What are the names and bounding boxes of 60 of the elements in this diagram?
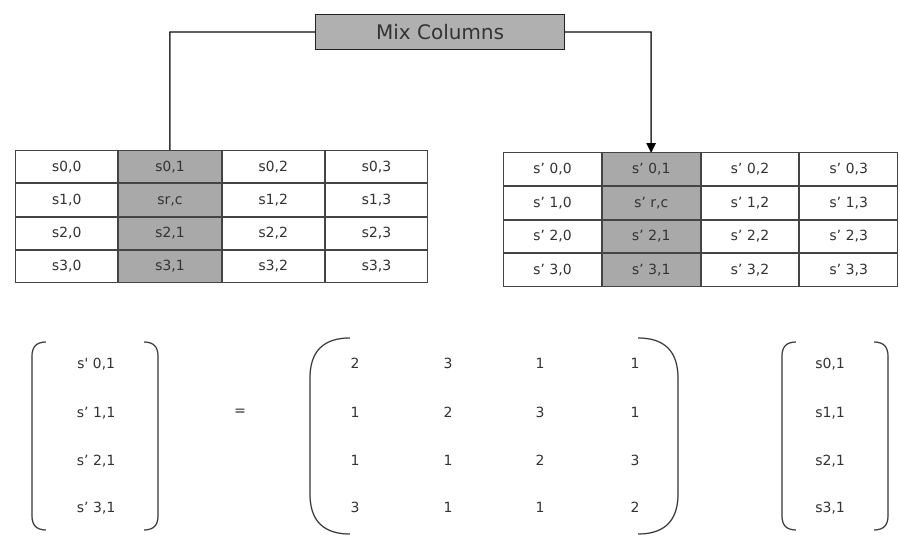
matrix-entry: s2,1 [815,453,845,469]
matrix-entry: s' 0,1 [77,356,115,372]
matrix-entry: s0,1 [815,356,845,372]
table-cell: s’ 2,2 [700,220,800,254]
table-cell: s1,3 [324,183,428,216]
table-cell: s’ 1,0 [503,186,602,220]
matrix-entry: 1 [444,500,452,516]
process-box: Mix Columns [315,14,565,50]
matrix-entry: 2 [350,356,360,372]
table-cell: s’ 1,2 [700,186,800,220]
matrix-entry: s’ 1,1 [76,405,116,421]
matrix-entry: 1 [630,356,640,372]
matrix-entry: 2 [536,453,544,469]
matrix-entry: 1 [630,405,640,421]
table-cell: s2,0 [15,216,118,250]
table-cell: s’ 3,0 [503,253,602,287]
matrix-entry: 1 [536,500,544,516]
table-cell: s’ 0,2 [700,152,800,186]
matrix-entry: s’ 2,1 [76,453,116,469]
matrix-entry: s1,1 [815,405,845,421]
table-cell: s3,1 [118,250,222,283]
table-cell: s’ 0,3 [799,152,898,186]
table-cell: s2,3 [324,216,428,250]
table-cell: s2,2 [222,216,325,250]
matrix-entry: 1 [444,453,452,469]
matrix-entry: 3 [350,500,360,516]
matrix-entry: 3 [536,405,544,421]
table-cell: s0,2 [222,150,325,184]
matrix-entry: 3 [630,453,640,469]
connector-line [169,31,315,150]
matrix-entry: 2 [630,500,640,516]
matrix-entry: 1 [350,405,360,421]
table-cell: s’ r,c [602,186,700,220]
table-cell: s1,0 [15,183,118,216]
table-cell: s’ 3,1 [602,253,700,287]
matrix-entry: s3,1 [815,500,845,516]
table-cell: sr,c [118,183,222,216]
matrix-entry: 1 [536,356,544,372]
matrix-entry: = [234,403,246,419]
table-cell: s2,1 [118,216,222,250]
matrix-entry: 2 [444,405,452,421]
table-cell: s0,3 [324,150,428,184]
table-cell: s’ 2,0 [503,220,602,254]
table-cell: s0,1 [118,150,222,184]
arrow [565,31,656,153]
table-cell: s3,0 [15,250,118,283]
table-cell: s’ 2,3 [799,220,898,254]
table-cell: s’ 2,1 [602,220,700,254]
table-cell: s3,2 [222,250,325,283]
table-cell: s’ 0,0 [503,152,602,186]
table-cell: s’ 1,3 [799,186,898,220]
matrix-entry: s’ 3,1 [76,500,116,516]
table-cell: s’ 0,1 [602,152,700,186]
matrix-entry: 3 [444,356,452,372]
table-cell: s1,2 [222,183,325,216]
table-cell: s0,0 [15,150,118,184]
table-cell: s3,3 [324,250,428,283]
matrix-entry: 1 [350,453,360,469]
table-cell: s’ 3,2 [700,253,800,287]
table-cell: s’ 3,3 [799,253,898,287]
